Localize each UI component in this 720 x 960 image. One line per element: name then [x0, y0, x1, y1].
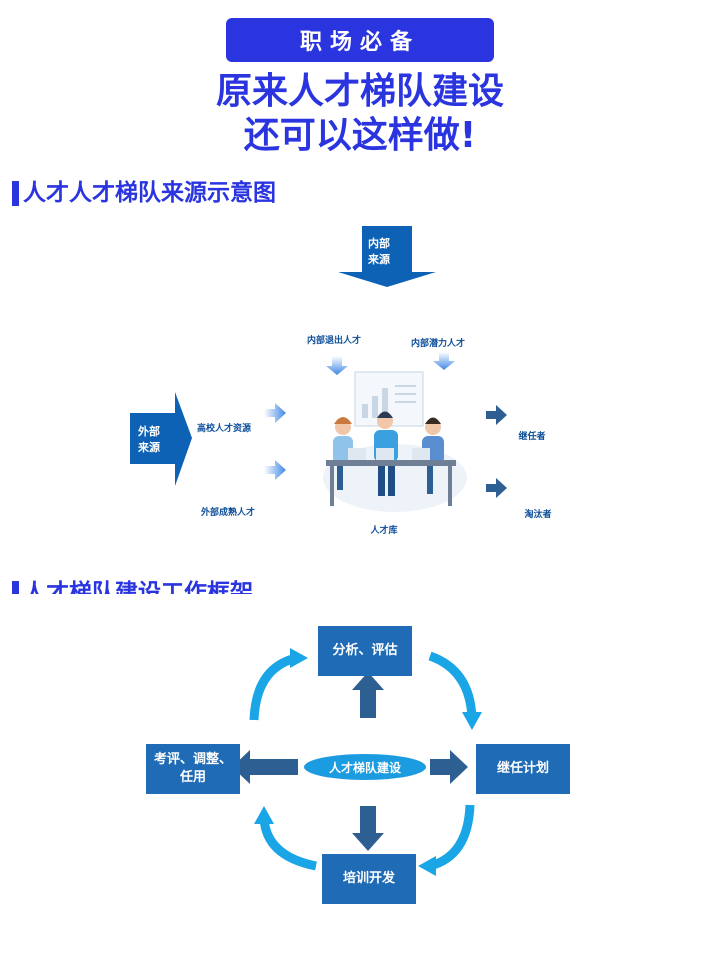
internal-potential-label: 内部潜力人才 — [410, 339, 466, 349]
section-title-sources-text: 人才人才梯队来源示意图 — [23, 180, 276, 206]
eliminated-arrow — [486, 478, 507, 498]
curve-arrow-evaluation-to-analysis — [249, 648, 308, 721]
campus-talent-arrow — [264, 403, 286, 423]
external-source-label: 外部 来源 — [138, 425, 160, 454]
talent-pool-illustration — [323, 371, 467, 512]
curve-arrow-succession-to-training — [418, 804, 475, 876]
hero-title-line-2: 还可以这样做! — [243, 115, 477, 156]
section-bar-icon — [12, 581, 19, 594]
curve-arrow-training-to-evaluation — [254, 806, 317, 871]
arrow-to-evaluation — [232, 750, 298, 784]
internal-exit-label: 内部退出人才 — [306, 336, 362, 346]
section-title-sources: 人才人才梯队来源示意图 — [12, 181, 276, 206]
mature-talent-arrow — [264, 460, 286, 480]
curve-arrow-analysis-to-succession — [428, 651, 482, 730]
arrow-to-analysis — [352, 672, 384, 718]
succession-plan-box: 继任计划 — [476, 744, 570, 794]
section-title-framework-clip: 人才梯队建设工作框架 — [0, 578, 720, 594]
talent-pool-label: 人才库 — [370, 526, 398, 536]
training-development-box: 培训开发 — [322, 854, 416, 904]
successor-label: 继任者 — [518, 432, 546, 442]
analysis-evaluation-box: 分析、评估 — [318, 626, 412, 676]
mature-talent-label: 外部成熟人才 — [200, 508, 256, 518]
internal-potential-arrow — [433, 352, 455, 370]
internal-exit-arrow — [326, 356, 348, 375]
internal-source-arrow — [338, 226, 436, 287]
hero-title-line-1: 原来人才梯队建设 — [215, 71, 504, 112]
header-tag: 职场必备 — [226, 18, 494, 62]
successor-arrow — [486, 405, 507, 425]
campus-talent-label: 高校人才资源 — [196, 424, 252, 434]
external-source-arrow — [130, 392, 192, 486]
section-title-framework-text: 人才梯队建设工作框架 — [23, 580, 253, 595]
section-title-framework: 人才梯队建设工作框架 — [12, 581, 253, 594]
evaluation-adjust-appoint-box: 考评、调整、 任用 — [146, 744, 240, 794]
arrow-to-succession — [430, 750, 468, 784]
section-bar-icon — [12, 181, 19, 206]
internal-source-label: 内部 来源 — [368, 237, 390, 266]
arrow-to-training — [352, 806, 384, 851]
eliminated-label: 淘汰者 — [524, 510, 552, 520]
talent-pipeline-center: 人才梯队建设 — [304, 754, 426, 780]
